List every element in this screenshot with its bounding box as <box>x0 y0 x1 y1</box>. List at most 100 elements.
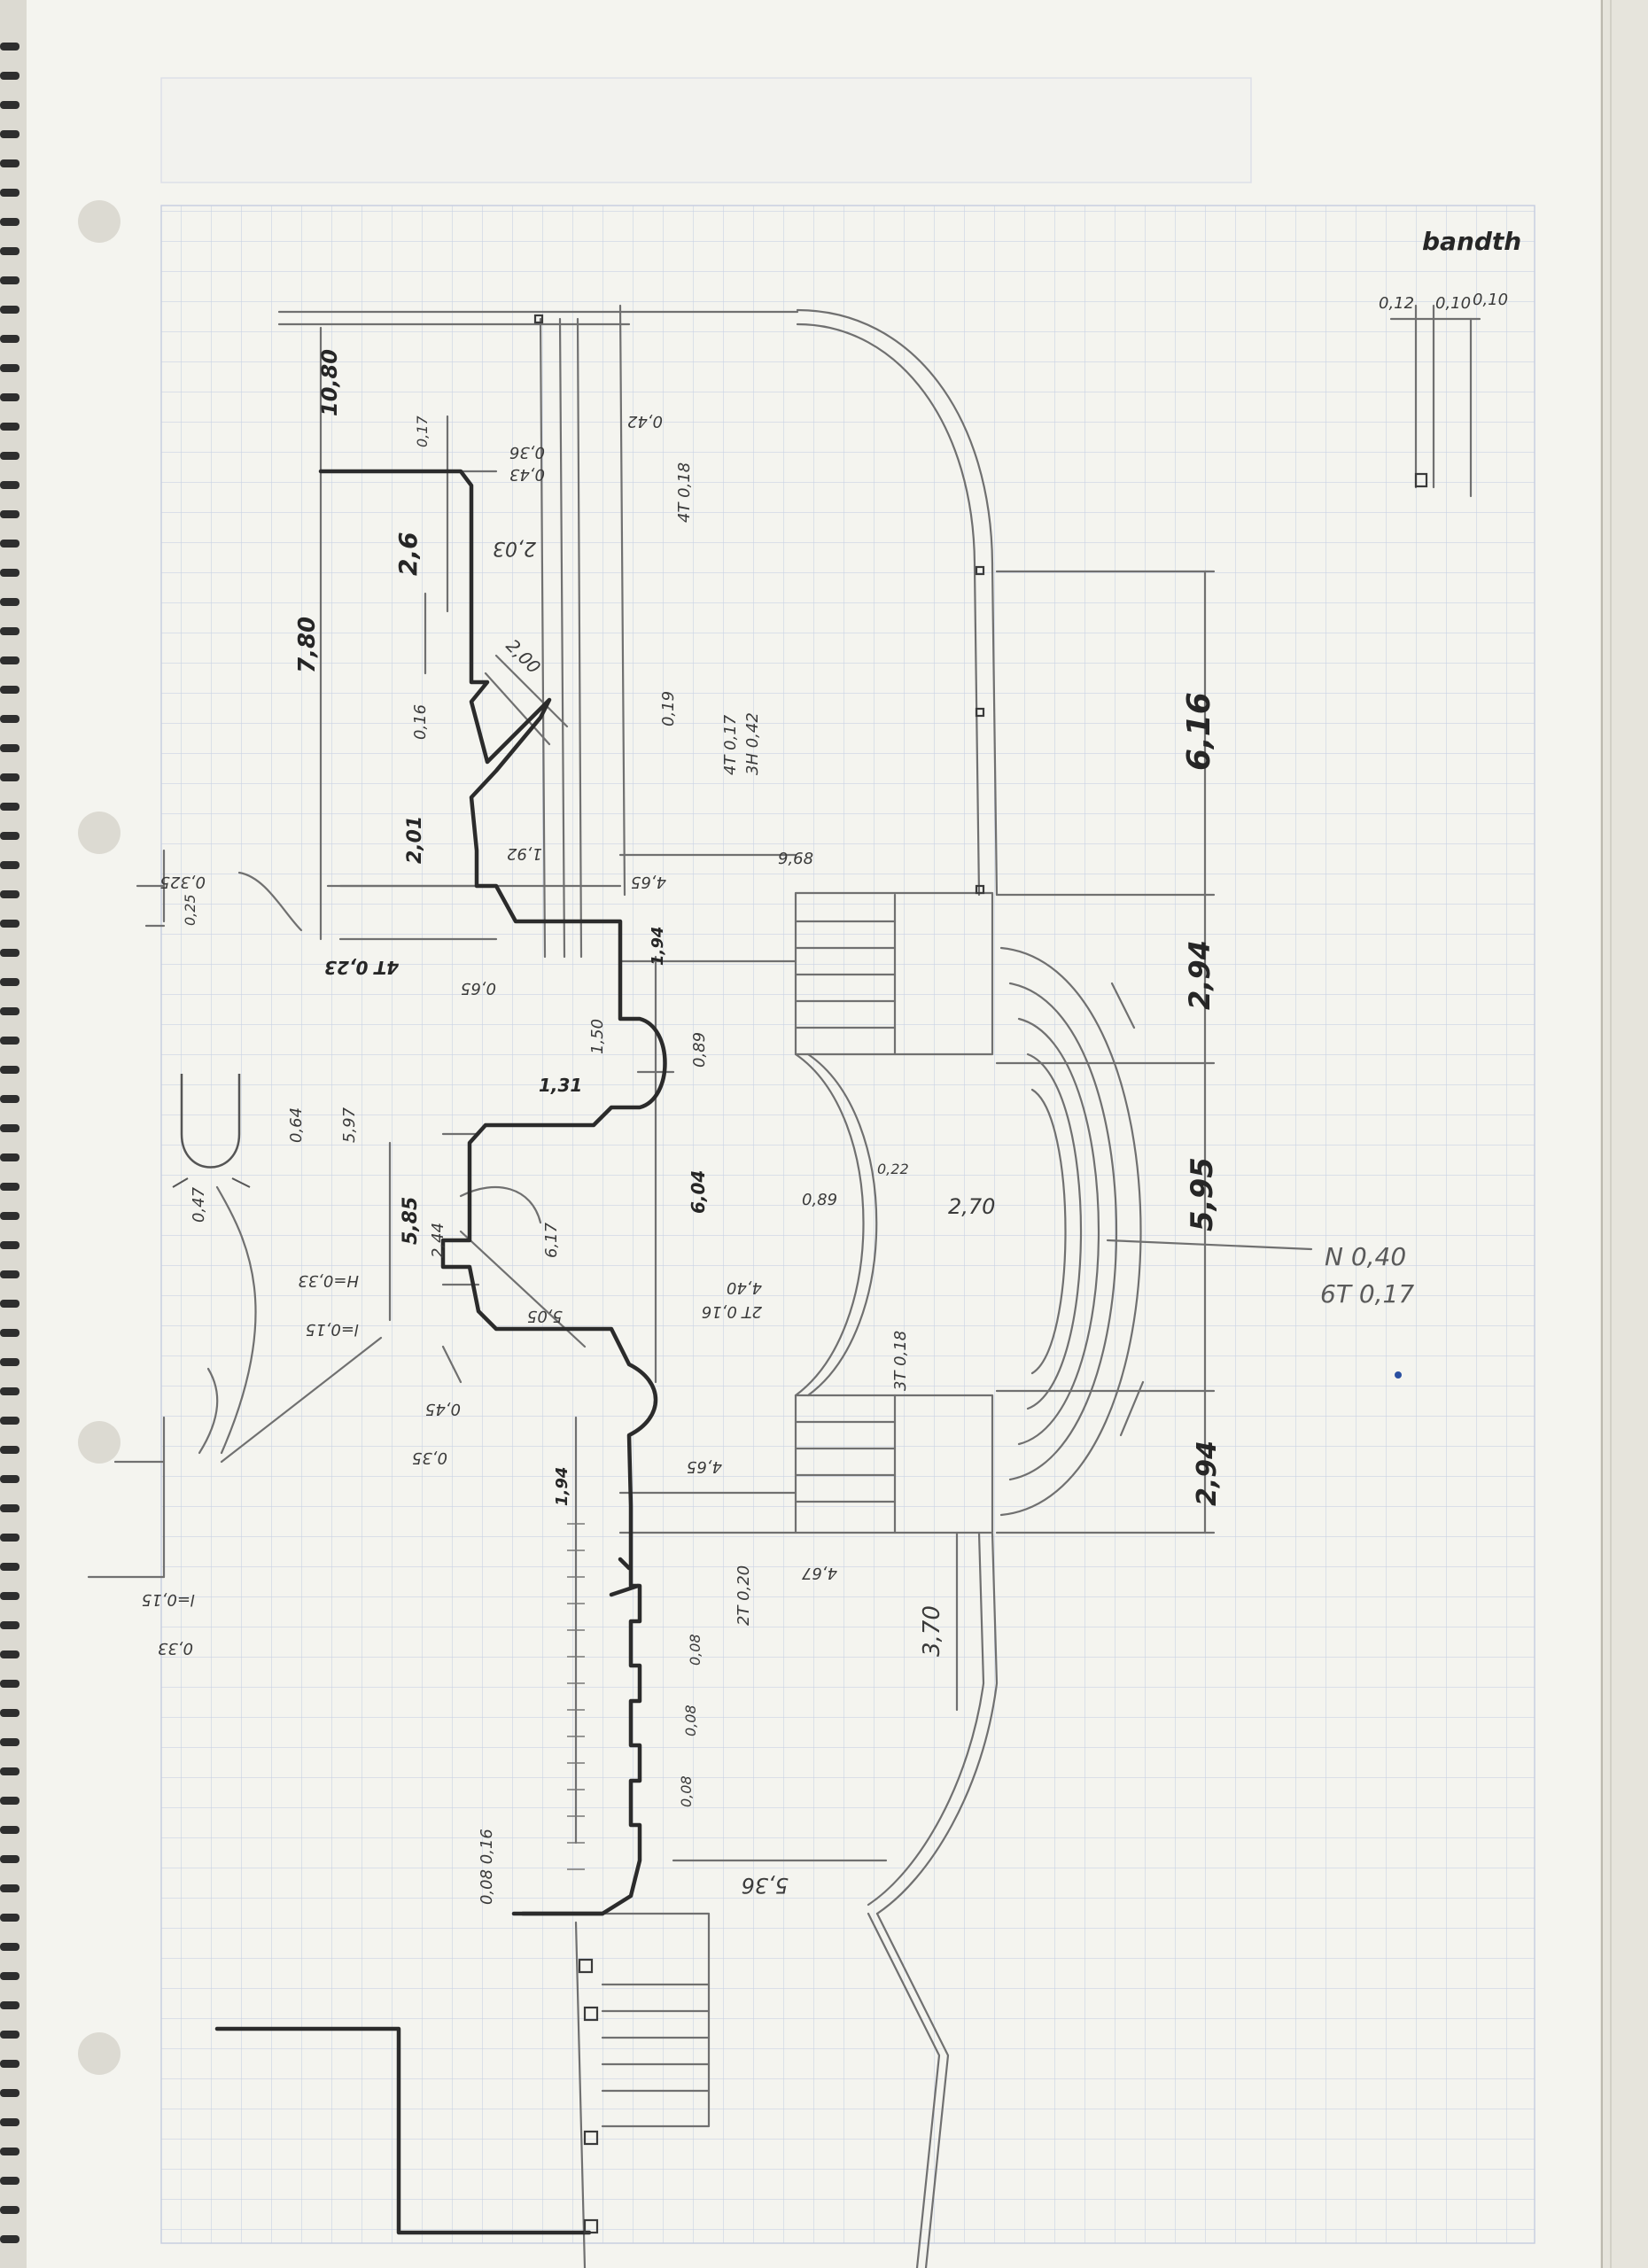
dim-585: 5,85 <box>400 1197 422 1245</box>
binding-ring <box>0 1007 19 1015</box>
binding-ring <box>0 306 19 314</box>
binding-ring <box>0 1563 19 1571</box>
top-dim-2: 0,10 <box>1435 294 1471 313</box>
dim-4t023: 4T 0,23 <box>324 957 400 978</box>
binding-ring <box>0 1153 19 1161</box>
dim-4t017: 4T 0,17 <box>721 714 740 775</box>
dim-131: 1,31 <box>539 1075 582 1096</box>
binding-ring <box>0 218 19 226</box>
dim-294-bottom: 2,94 <box>1192 1441 1223 1506</box>
punch-hole-icon <box>78 2032 120 2075</box>
binding-ring <box>0 1183 19 1191</box>
dim-065: 0,65 <box>461 979 496 998</box>
binding-ring <box>0 1884 19 1892</box>
binding-ring <box>0 189 19 197</box>
binding-ring <box>0 2177 19 2185</box>
binding-ring <box>0 510 19 518</box>
binding-ring <box>0 978 19 986</box>
binding-ring <box>0 1709 19 1717</box>
dim-1080: 10,80 <box>317 349 342 416</box>
binding-ring <box>0 920 19 928</box>
dim-008b: 0,08 <box>682 1705 699 1736</box>
binding-ring <box>0 1300 19 1308</box>
binding-ring <box>0 1212 19 1220</box>
binding-ring <box>0 1855 19 1863</box>
binding-ring <box>0 1826 19 1834</box>
dim-192: 1,92 <box>507 844 542 863</box>
dim-089: 0,89 <box>690 1032 709 1068</box>
dim-2t020: 2T 0,20 <box>735 1565 753 1626</box>
note-n: N 0,40 <box>1325 1242 1406 1271</box>
dim-3h042: 3H 0,42 <box>743 712 762 775</box>
ink-dot <box>1395 1371 1402 1379</box>
u-profile-detail <box>180 1074 241 1169</box>
binding-ring <box>0 247 19 255</box>
dim-536: 5,36 <box>742 1873 789 1898</box>
binding-ring <box>0 1680 19 1688</box>
page-edge <box>1600 0 1648 2268</box>
binding-ring <box>0 803 19 811</box>
punch-hole-icon <box>78 1421 120 1464</box>
dimension-labels: bandth 0,12 0,10 0,10 N 0,40 6T 0,17 6,1… <box>142 227 1521 1905</box>
top-dim-1: 0,12 <box>1379 294 1414 313</box>
dim-l015b: l=0,15 <box>142 1590 195 1609</box>
dim-035: 0,35 <box>412 1449 447 1467</box>
grid-area <box>160 205 1535 2244</box>
binding-ring <box>0 1914 19 1922</box>
binding-ring <box>0 1651 19 1658</box>
top-dim-3: 0,10 <box>1473 291 1508 309</box>
binding-ring <box>0 1621 19 1629</box>
binding-ring <box>0 276 19 284</box>
post-markers <box>533 314 1428 2234</box>
spiral-binding-icon <box>0 43 19 2243</box>
building-outline <box>214 469 667 2235</box>
binding-ring <box>0 393 19 401</box>
dim-089b: 0,89 <box>802 1191 837 1209</box>
dim-l015: l=0,15 <box>306 1320 359 1339</box>
binding-ring <box>0 686 19 694</box>
dim-201: 2,01 <box>404 816 426 864</box>
dim-025: 0,25 <box>182 894 198 926</box>
dim-244: 2,44 <box>429 1223 447 1258</box>
dim-019: 0,19 <box>659 691 678 726</box>
dim-597: 5,97 <box>340 1107 359 1143</box>
binding-ring <box>0 569 19 577</box>
binding-ring <box>0 1797 19 1805</box>
binding-ring <box>0 1387 19 1395</box>
binding-ring <box>0 1329 19 1337</box>
dim-150: 1,50 <box>588 1019 607 1054</box>
dim-203: 2,03 <box>493 537 536 559</box>
dim-3t018: 3T 0,18 <box>891 1331 910 1391</box>
dim-465a: 4,65 <box>631 873 666 891</box>
binding-ring <box>0 2206 19 2214</box>
punch-hole-icon <box>78 200 120 243</box>
binding-ring <box>0 861 19 869</box>
dim-042: 0,42 <box>627 412 663 431</box>
dim-2t016: 2T 0,16 <box>702 1302 762 1321</box>
binding-ring <box>0 2060 19 2068</box>
binding-ring <box>0 1095 19 1103</box>
dim-h033: H=0,33 <box>298 1271 359 1290</box>
punch-hole-icon <box>78 812 120 854</box>
binding-ring <box>0 481 19 489</box>
dim-047: 0,47 <box>190 1186 208 1223</box>
binding-ring <box>0 1241 19 1249</box>
dim-440: 4,40 <box>727 1278 762 1297</box>
dim-26: 2,6 <box>393 532 423 576</box>
dim-194b: 1,94 <box>553 1467 571 1506</box>
dim-595: 5,95 <box>1185 1157 1220 1231</box>
binding-ring <box>0 773 19 781</box>
dim-022: 0,22 <box>877 1161 909 1177</box>
binding-ring <box>0 1270 19 1278</box>
binding-ring <box>0 101 19 109</box>
dim-294-top: 2,94 <box>1183 940 1217 1010</box>
binding-ring <box>0 2118 19 2126</box>
dim-616: 6,16 <box>1181 692 1217 771</box>
binding-ring <box>0 890 19 898</box>
dim-008c: 0,08 <box>678 1775 695 1807</box>
binding-ring <box>0 2148 19 2155</box>
dim-194a: 1,94 <box>649 927 667 966</box>
dim-033: 0,33 <box>158 1639 193 1658</box>
